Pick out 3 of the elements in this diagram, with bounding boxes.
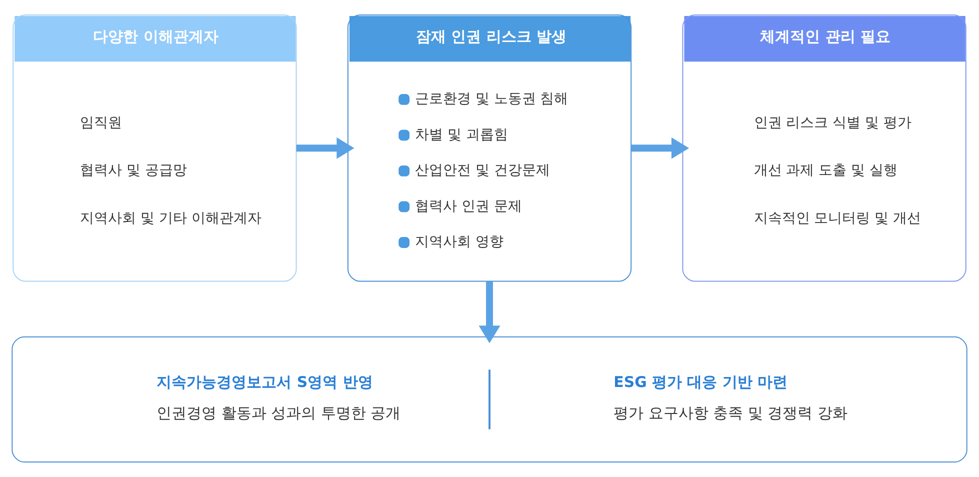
arrow (631, 137, 690, 159)
arrow (478, 281, 500, 344)
arrow (296, 137, 354, 159)
